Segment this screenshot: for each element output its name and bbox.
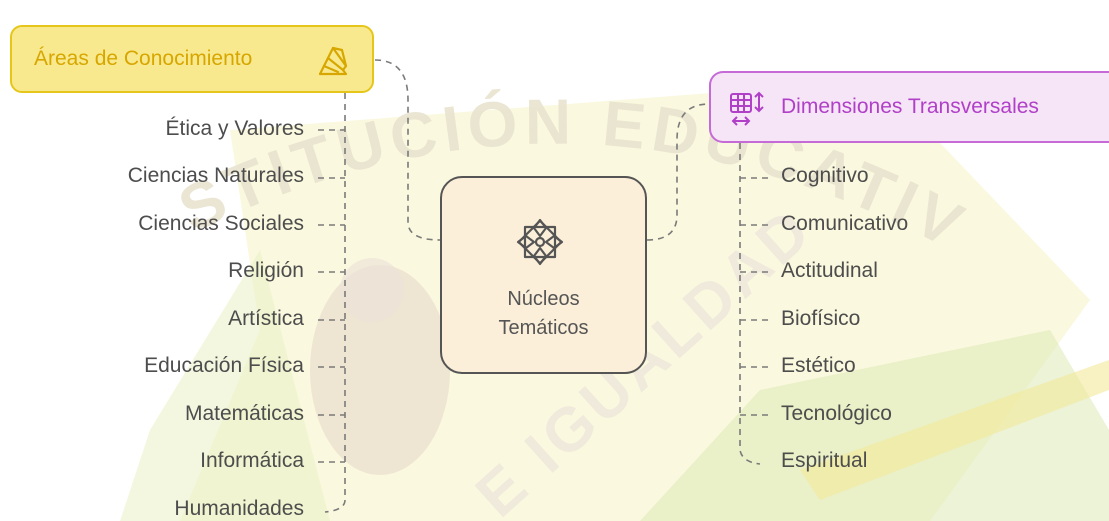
dimension-item[interactable]: Biofísico (781, 307, 861, 330)
dimensions-node[interactable]: Dimensiones Transversales (709, 71, 1109, 143)
dimension-item[interactable]: Tecnológico (781, 402, 892, 425)
dimension-item[interactable]: Actitudinal (781, 259, 878, 282)
areas-node-title: Áreas de Conocimiento (34, 47, 253, 70)
table-resize-icon (730, 91, 764, 126)
dimension-item[interactable]: Estético (781, 354, 856, 377)
area-item[interactable]: Ética y Valores (165, 117, 305, 140)
central-topic-title: Núcleos Temáticos (442, 285, 645, 343)
area-item[interactable]: Artística (228, 307, 304, 330)
area-item[interactable]: Matemáticas (184, 402, 304, 425)
dimensions-node-title: Dimensiones Transversales (781, 95, 1039, 118)
area-item[interactable]: Ciencias Naturales (127, 164, 304, 187)
dimension-item[interactable]: Espiritual (781, 449, 868, 472)
central-topic-line-1: Núcleos (507, 288, 580, 310)
areas-node[interactable]: Áreas de Conocimiento (10, 25, 374, 93)
fan-icon (318, 46, 348, 76)
ornament-icon (516, 218, 564, 266)
yellow-stripe-shape (800, 360, 1109, 500)
dimension-item[interactable]: Cognitivo (781, 164, 869, 187)
area-item[interactable]: Informática (200, 449, 304, 472)
green-flag-shape (120, 250, 330, 521)
central-topic-node[interactable]: Núcleos Temáticos (440, 176, 647, 374)
area-item[interactable]: Humanidades (174, 497, 304, 520)
dimension-item[interactable]: Comunicativo (781, 212, 909, 235)
area-item[interactable]: Religión (228, 259, 304, 282)
owl-head-shape (340, 258, 404, 322)
green-flag-shape-right (640, 330, 1109, 521)
central-topic-line-2: Temáticos (498, 317, 589, 339)
area-item[interactable]: Educación Física (144, 354, 304, 377)
area-item[interactable]: Ciencias Sociales (138, 212, 304, 235)
